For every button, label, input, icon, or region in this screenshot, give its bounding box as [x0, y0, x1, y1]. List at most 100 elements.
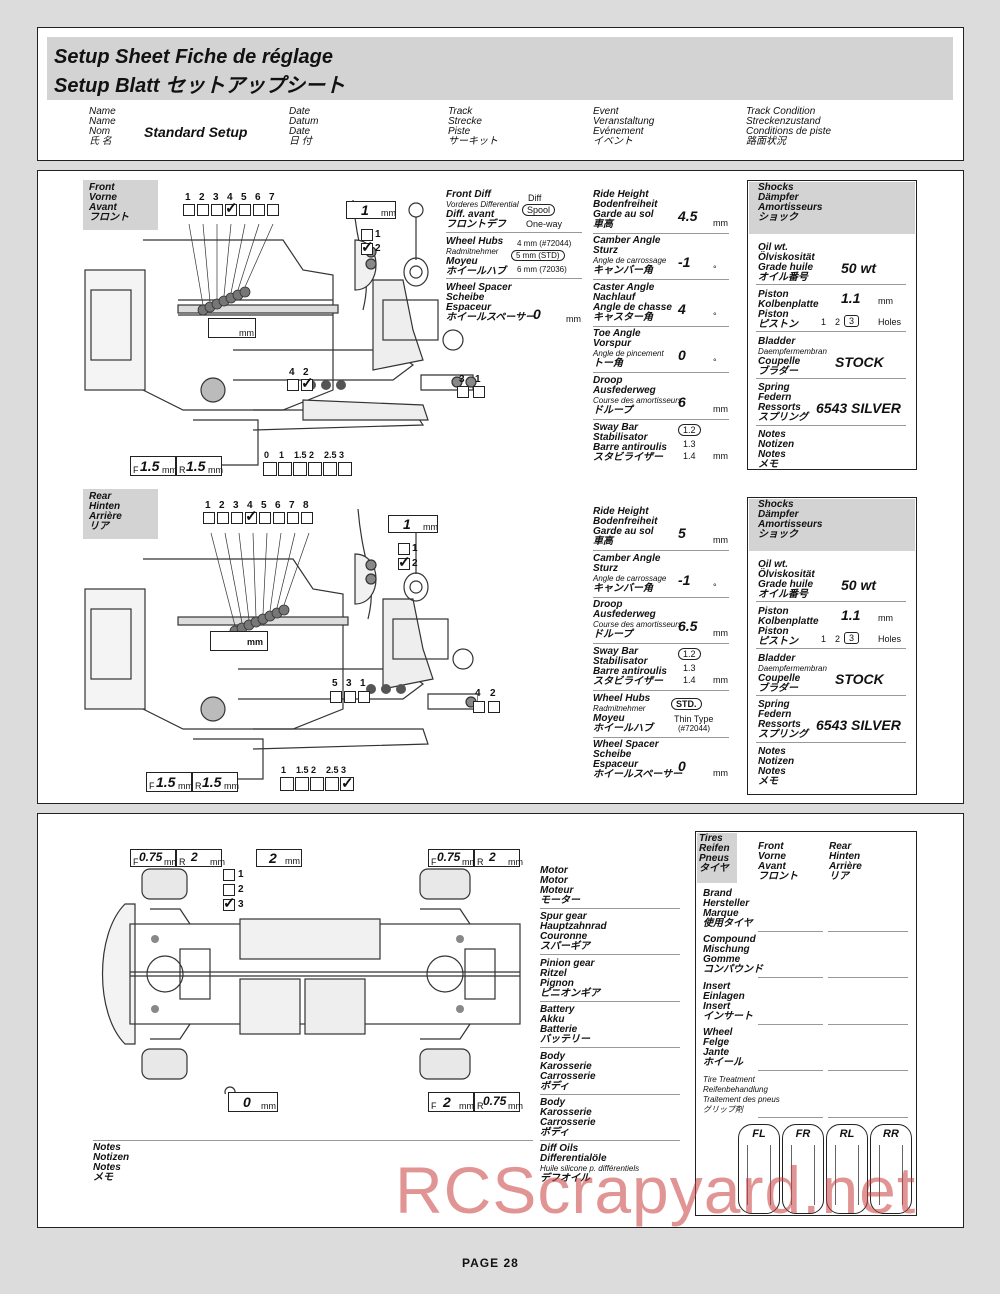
rear-camber-pos-box-3[interactable]	[231, 512, 243, 524]
front-droop-box-1[interactable]	[263, 462, 277, 476]
rear-r-height-box[interactable]: R 1.5 mm	[192, 772, 239, 792]
chassis-bottom-f-box[interactable]: F 2 mm	[428, 1092, 474, 1112]
front-spacer-value[interactable]: 0	[533, 306, 541, 322]
front-droop-box-6[interactable]	[338, 462, 352, 476]
chassis-front-shim-box[interactable]: 2 mm	[256, 849, 302, 867]
rear-hole-2[interactable]: 2	[835, 634, 841, 644]
rear-camber-pos-box-1[interactable]	[203, 512, 215, 524]
rear-droop-box-1[interactable]	[280, 777, 294, 791]
front-hole-2[interactable]: 2	[835, 317, 841, 327]
chassis-front-f-box[interactable]: F 0.75 mm	[130, 849, 179, 867]
front-droop-box-5[interactable]	[323, 462, 337, 476]
rear-camber-value[interactable]: -1	[678, 572, 691, 588]
chassis-bottom-r-box[interactable]: R 0.75 mm	[474, 1092, 523, 1112]
rear-sway-option-2[interactable]: 1.3	[683, 663, 696, 673]
rear-droop-value[interactable]: 6.5	[678, 618, 698, 634]
rear-droop-box-3[interactable]	[310, 777, 324, 791]
rear-knuckle-pos-4-box[interactable]	[473, 701, 485, 713]
front-droop-value[interactable]: 6	[678, 394, 686, 410]
rear-camber-pos-box-5[interactable]	[259, 512, 271, 524]
rear-droop-box-2[interactable]	[295, 777, 309, 791]
rear-camber-pos-box-7[interactable]	[287, 512, 299, 524]
front-camber-value[interactable]: -1	[678, 254, 691, 270]
rear-knuckle-pos-2-box[interactable]	[488, 701, 500, 713]
name-value[interactable]: Standard Setup	[144, 124, 248, 140]
steer-pos-3-box[interactable]	[223, 899, 235, 911]
rear-shim-box[interactable]: mm	[210, 631, 268, 651]
front-droop-box-3[interactable]	[293, 462, 307, 476]
rear-sway-option-3[interactable]: 1.4	[683, 675, 696, 685]
rear-ball-pos-2-box[interactable]	[398, 558, 410, 570]
rear-piston-value[interactable]: 1.1	[841, 607, 861, 623]
front-spring-value[interactable]: 6543 SILVER	[816, 400, 901, 416]
tire-fr[interactable]: FR	[782, 1124, 824, 1214]
rear-oil-value[interactable]: 50 wt	[841, 577, 877, 593]
rear-ball-pos-1-box[interactable]	[398, 543, 410, 555]
front-bladder-value[interactable]: STOCK	[835, 354, 884, 370]
front-hubs-option-4mm[interactable]: 4 mm (#72044)	[517, 239, 572, 248]
rear-hole-1[interactable]: 1	[821, 634, 827, 644]
front-hole-3[interactable]: 3	[844, 315, 860, 327]
front-hole-1[interactable]: 1	[821, 317, 827, 327]
front-diff-option-spool[interactable]: Spool	[522, 204, 556, 216]
front-droop-box-2[interactable]	[278, 462, 292, 476]
front-ball-spacer-box[interactable]: 1 mm	[346, 201, 396, 219]
rear-arm-pos-1-box[interactable]	[358, 691, 370, 703]
front-sway-option-1[interactable]: 1.2	[678, 424, 701, 436]
front-diff-option-oneway[interactable]: One-way	[526, 219, 563, 229]
tire-fl[interactable]: FL	[738, 1124, 780, 1214]
rear-arm-pos-5-box[interactable]	[330, 691, 342, 703]
rear-hubs-option-thin[interactable]: Thin Type	[674, 714, 714, 724]
chassis-rear-r-box[interactable]: R 2 mm	[474, 849, 523, 867]
rear-f-height-box[interactable]: F 1.5 mm	[146, 772, 193, 792]
rear-camber-pos-box-6[interactable]	[273, 512, 285, 524]
bump-steer-box[interactable]: 0 mm	[228, 1092, 278, 1112]
front-camber-pos-box-7[interactable]	[267, 204, 279, 216]
rear-camber-pos-box-2[interactable]	[217, 512, 229, 524]
front-camber-pos-box-4[interactable]	[225, 204, 237, 216]
front-hubs-option-6mm[interactable]: 6 mm (72036)	[517, 265, 567, 274]
front-ball-pos-1-box[interactable]	[361, 229, 373, 241]
tire-rr[interactable]: RR	[870, 1124, 912, 1214]
front-hubs-option-5mm[interactable]: 5 mm (STD)	[511, 250, 565, 261]
front-camber-pos-box-5[interactable]	[239, 204, 251, 216]
front-camber-pos-box-6[interactable]	[253, 204, 265, 216]
rear-hubs-option-72044[interactable]: (#72044)	[678, 724, 711, 733]
rear-hole-3[interactable]: 3	[844, 632, 860, 644]
front-arm-pos-4-box[interactable]	[287, 379, 299, 391]
front-arm-pos-2-box[interactable]	[301, 379, 313, 391]
front-caster-value[interactable]: 4	[678, 301, 686, 317]
front-camber-pos-box-1[interactable]	[183, 204, 195, 216]
front-knuckle-pos-3-box[interactable]	[457, 386, 469, 398]
front-droop-box-4[interactable]	[308, 462, 322, 476]
front-ball-pos-2-box[interactable]	[361, 243, 373, 255]
front-camber-pos-box-3[interactable]	[211, 204, 223, 216]
rear-sway-option-1[interactable]: 1.2	[678, 648, 701, 660]
front-f-height-box[interactable]: F 1.5 mm	[130, 456, 177, 476]
rear-spring-value[interactable]: 6543 SILVER	[816, 717, 901, 733]
front-toe-value[interactable]: 0	[678, 347, 686, 363]
front-ride-height-value[interactable]: 4.5	[678, 208, 698, 224]
rear-ride-height-value[interactable]: 5	[678, 525, 686, 541]
chassis-rear-f-box[interactable]: F 0.75 mm	[428, 849, 477, 867]
front-oil-value[interactable]: 50 wt	[841, 260, 877, 276]
front-sway-option-2[interactable]: 1.3	[683, 439, 696, 449]
rear-hubs-option-std[interactable]: STD.	[671, 698, 702, 710]
rear-droop-box-4[interactable]	[325, 777, 339, 791]
front-diff-option-diff[interactable]: Diff	[528, 193, 542, 203]
rear-ball-spacer-box[interactable]: 1 mm	[388, 515, 438, 533]
rear-spacer-value[interactable]: 0	[678, 758, 686, 774]
rear-camber-pos-box-8[interactable]	[301, 512, 313, 524]
rear-arm-pos-3-box[interactable]	[344, 691, 356, 703]
rear-bladder-value[interactable]: STOCK	[835, 671, 884, 687]
tire-rl[interactable]: RL	[826, 1124, 868, 1214]
steer-pos-2-box[interactable]	[223, 884, 235, 896]
front-knuckle-pos-1-box[interactable]	[473, 386, 485, 398]
front-piston-value[interactable]: 1.1	[841, 290, 861, 306]
front-shim-box[interactable]: mm	[208, 318, 256, 338]
front-r-height-box[interactable]: R 1.5 mm	[176, 456, 223, 476]
front-sway-option-3[interactable]: 1.4	[683, 451, 696, 461]
chassis-front-r-box[interactable]: R 2 mm	[176, 849, 225, 867]
steer-pos-1-box[interactable]	[223, 869, 235, 881]
rear-droop-box-5[interactable]	[340, 777, 354, 791]
